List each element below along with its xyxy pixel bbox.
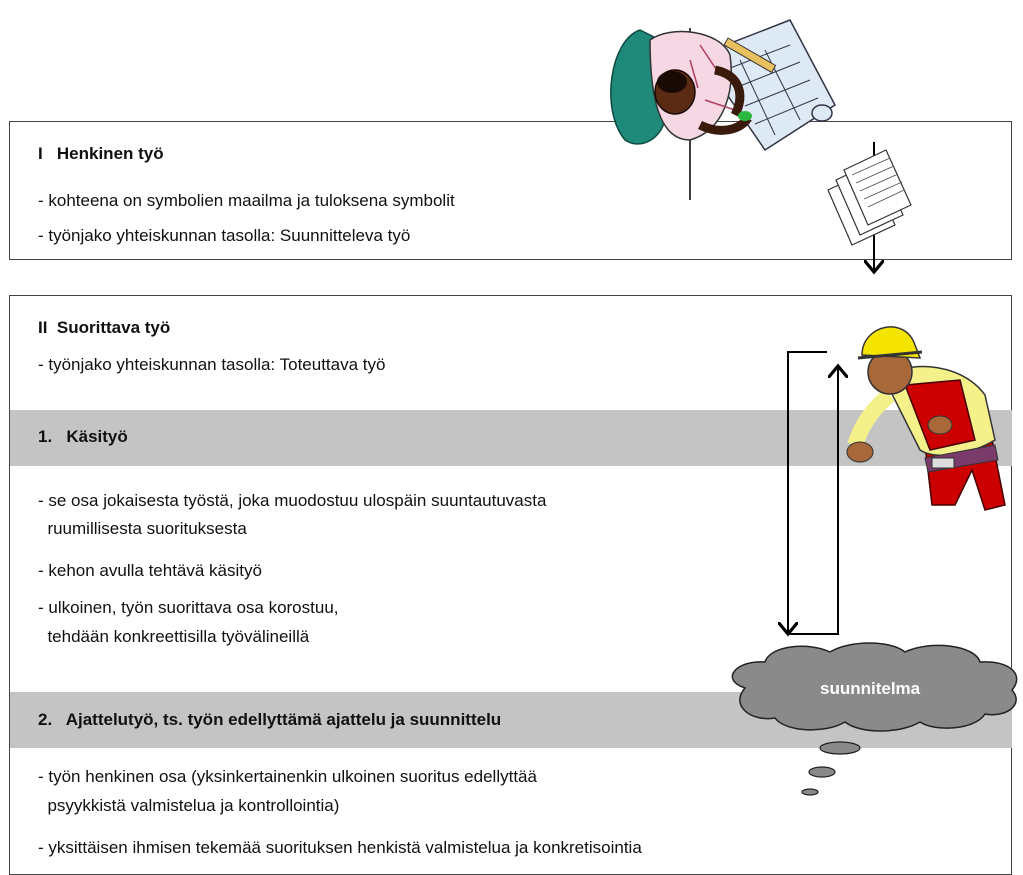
subsection-1-bullet-5: tehdään konkreettisilla työvälineillä: [38, 627, 310, 646]
subsection-1-bullet-3: - kehon avulla tehtävä käsityö: [38, 561, 262, 580]
cloud-label: suunnitelma: [820, 679, 921, 698]
subsection-1-heading: 1. Käsityö: [38, 427, 128, 446]
cycle-arrows: [788, 351, 838, 634]
subsection-1-bullet-4: - ulkoinen, työn suorittava osa korostuu…: [38, 598, 339, 617]
section-1-bullet-2: - työnjako yhteiskunnan tasolla: Suunnit…: [38, 226, 411, 245]
section-2-bullet-1: - työnjako yhteiskunnan tasolla: Toteutt…: [38, 355, 386, 374]
subsection-2-bullet-3: - yksittäisen ihmisen tekemää suoritukse…: [38, 838, 642, 857]
subsection-2-bullet-2: psyykkistä valmistelua ja kontrollointia…: [38, 796, 340, 815]
section-2-heading: II Suorittava työ: [38, 318, 171, 337]
worker-clipart: [846, 326, 1006, 511]
thought-cloud: [731, 642, 1018, 796]
subsection-1-bullet-2: ruumillisesta suorituksesta: [38, 519, 247, 538]
section-1-heading: I Henkinen työ: [38, 144, 164, 163]
subsection-2-bullet-1: - työn henkinen osa (yksinkertainenkin u…: [38, 767, 537, 786]
planner-clipart: [610, 19, 836, 200]
section-1-bullet-1: - kohteena on symbolien maailma ja tulok…: [38, 191, 455, 210]
subsection-2-heading: 2. Ajattelutyö, ts. työn edellyttämä aja…: [38, 710, 502, 729]
section-2-box: [9, 295, 1012, 875]
documents-icon: [827, 142, 912, 270]
subsection-1-bullet-1: - se osa jokaisesta työstä, joka muodost…: [38, 491, 547, 510]
subsection-1-band: [10, 410, 1012, 466]
